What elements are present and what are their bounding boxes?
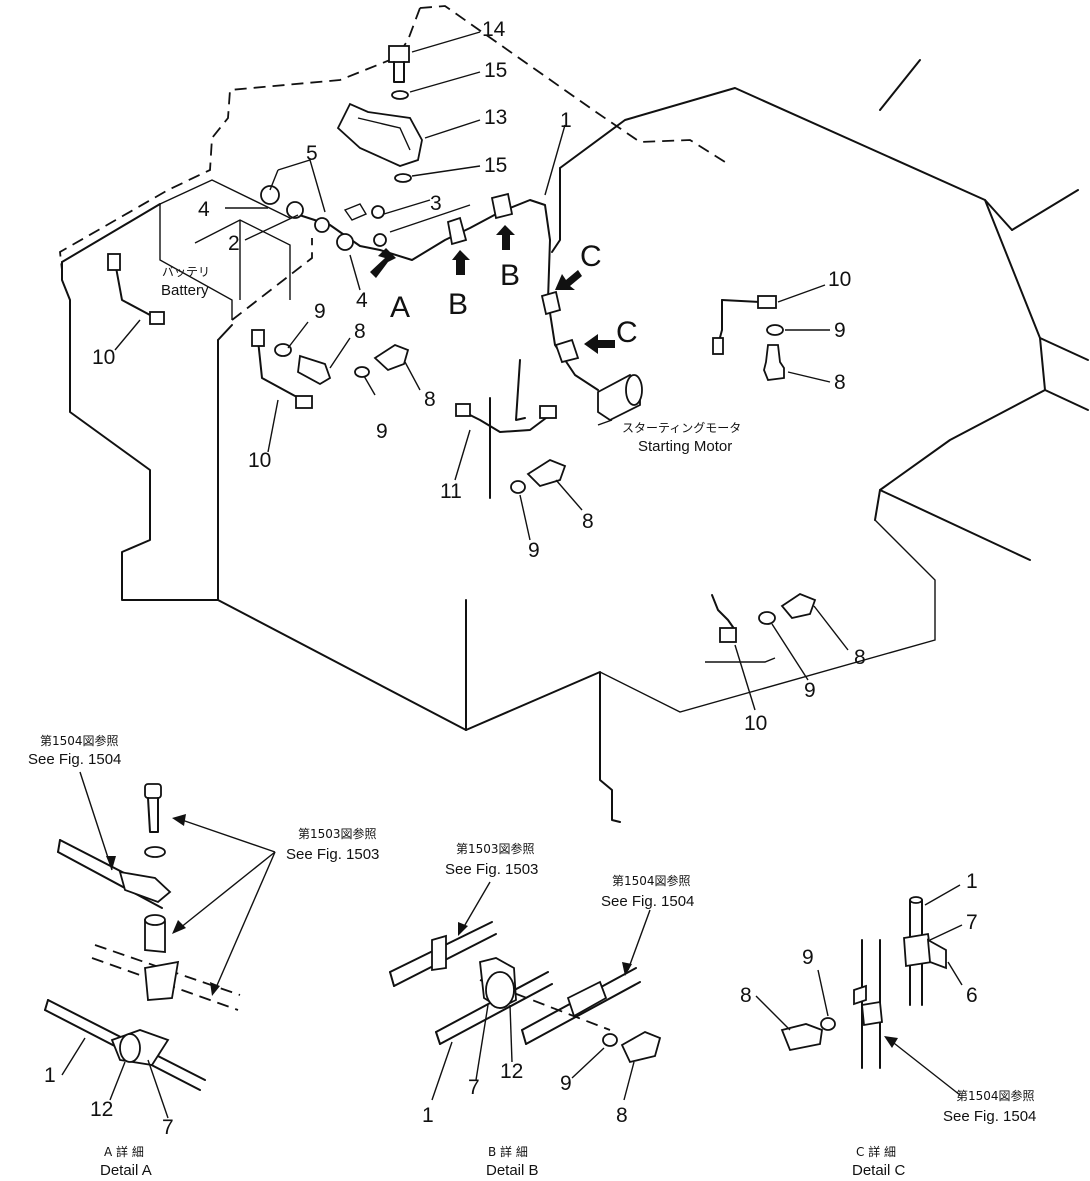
view-arrow-b1 [452,250,470,275]
clamp-3b [373,233,387,247]
callout-8-front-b: 8 [424,388,436,411]
detail-a-callout-7: 7 [162,1116,174,1139]
detail-b: 第1503図参照 See Fig. 1503 第1504図参照 See Fig.… [389,841,694,1179]
washer-15-lower [394,173,412,183]
callout-9-lower: 9 [804,679,816,702]
battery-label: Battery [161,282,209,299]
detail-c-callout-8: 8 [740,984,752,1007]
callout-10-right: 10 [828,268,851,291]
detail-b-callout-1: 1 [422,1104,434,1127]
machine-outline [59,5,1089,823]
callout-9-front: 9 [314,300,326,323]
detail-a-callout-1: 1 [44,1064,56,1087]
callout-9-mid: 9 [528,539,540,562]
callout-8-right: 8 [834,371,846,394]
clamp-b1 [446,216,468,246]
callout-14: 14 [482,18,506,41]
clamp-c2 [554,338,580,364]
detail-b-ref-1503-jp: 第1503図参照 [456,841,535,856]
detail-b-ref-1504: See Fig. 1504 [601,893,694,910]
detail-a-callout-12: 12 [90,1098,113,1121]
callout-8-lower: 8 [854,646,866,669]
callout-9-right: 9 [834,319,846,342]
clamp-2 [286,201,304,219]
detail-a: 第1504図参照 See Fig. 1504 第1503図参照 See Fig.… [28,733,379,1179]
detail-c-title: Detail C [852,1162,906,1179]
view-arrow-b2 [496,225,515,250]
callout-10-front: 10 [248,449,271,472]
view-arrow-c1 [555,270,582,290]
callout-15-upper: 15 [484,59,507,82]
view-label-c2: C [616,316,638,349]
detail-c-callout-6: 6 [966,984,978,1007]
callout-1: 1 [560,109,572,132]
callout-8-front-a: 8 [354,320,366,343]
clamp-4-upper [260,185,280,205]
detail-a-ref-1503-jp: 第1503図参照 [298,826,377,841]
detail-b-ref-1504-jp: 第1504図参照 [612,873,691,888]
battery-label-jp: バッテリ [162,265,210,279]
detail-c-ref-1504: See Fig. 1504 [943,1108,1036,1125]
detail-c-callout-1: 1 [966,870,978,893]
detail-c: 1 7 6 9 8 第1504図参照 See Fig. 1504 C 詳 細 D… [740,870,1036,1179]
callout-8-mid: 8 [582,510,594,533]
bolt-14-head [388,45,410,63]
detail-a-title-jp: A 詳 細 [104,1144,144,1159]
callout-4-lower: 4 [356,289,368,312]
clamp-4-lower [336,233,354,251]
callout-15-lower: 15 [484,154,507,177]
callout-9-front-b: 9 [376,420,388,443]
clamp-c1 [540,290,562,316]
detail-c-ref-1504-jp: 第1504図参照 [956,1088,1035,1103]
callout-4-upper: 4 [198,198,210,221]
detail-b-callout-8: 8 [616,1104,628,1127]
detail-c-callout-9: 9 [802,946,814,969]
view-label-c1: C [580,240,602,273]
callout-2: 2 [228,232,240,255]
clamp-b2 [490,192,514,220]
clamp-3 [371,205,385,219]
wiring-harness [107,31,849,711]
relay-13 [336,102,423,167]
view-label-a: A [390,291,410,324]
detail-c-callout-7: 7 [966,911,978,934]
detail-a-ref-1504-jp: 第1504図参照 [40,733,119,748]
starting-motor-label: Starting Motor [638,438,732,455]
view-arrow-a [370,248,396,278]
detail-a-ref-1504: See Fig. 1504 [28,751,121,768]
detail-b-callout-12: 12 [500,1060,523,1083]
view-label-b1: B [448,288,468,321]
callout-11: 11 [440,480,462,503]
detail-b-ref-1503: See Fig. 1503 [445,861,538,878]
detail-b-title-jp: B 詳 細 [488,1144,528,1159]
view-arrow-c2 [584,334,615,354]
washer-15-upper [391,90,409,100]
callout-5: 5 [306,142,318,165]
detail-b-callout-9: 9 [560,1072,572,1095]
view-label-b2: B [500,259,520,292]
detail-a-title: Detail A [100,1162,152,1179]
clamp-2b [314,217,330,233]
callout-10-battery: 10 [92,346,115,369]
callout-13: 13 [484,106,507,129]
detail-b-callout-7: 7 [468,1076,480,1099]
main-callouts: 14 15 13 15 1 5 3 4 2 4 A B B C C バッテリ B… [92,18,866,735]
starting-motor-label-jp: スターティングモータ [622,421,741,435]
detail-b-title: Detail B [486,1162,539,1179]
callout-3: 3 [430,192,442,215]
detail-c-title-jp: C 詳 細 [856,1144,896,1159]
callout-10-lower: 10 [744,712,767,735]
detail-a-ref-1503: See Fig. 1503 [286,846,379,863]
